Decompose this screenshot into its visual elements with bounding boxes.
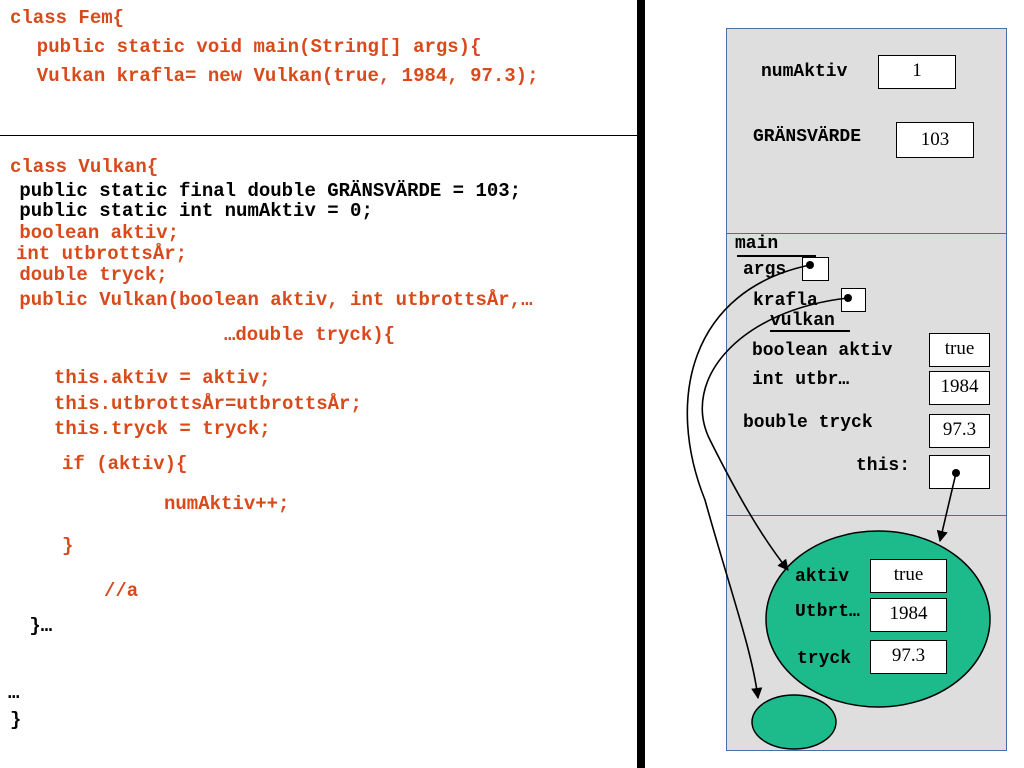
- main-frame-label: main: [735, 234, 779, 254]
- num-aktiv-value-box: 1: [878, 55, 956, 89]
- code-line-field-tryck: double tryck;: [8, 264, 168, 286]
- code-line-field-aktiv: boolean aktiv;: [8, 222, 180, 244]
- gransvarde-value-box: 103: [896, 122, 974, 158]
- code-line-assign-tryck: this.tryck = tryck;: [54, 418, 271, 440]
- code-line-main: public static void main(String[] args){: [14, 36, 482, 58]
- obj-utbrt-value-box: 1984: [870, 598, 947, 632]
- code-line-constructor: public Vulkan(boolean aktiv, int utbrott…: [8, 289, 533, 311]
- param-tryck-label: bouble tryck: [743, 413, 873, 433]
- code-line-increment: numAktiv++;: [164, 493, 290, 515]
- obj-tryck-label: tryck: [797, 649, 852, 669]
- krafla-arrow: [701, 297, 849, 571]
- this-arrow: [936, 472, 957, 543]
- param-utbr-value-box: 1984: [929, 371, 990, 405]
- param-utbr-label: int utbr…: [752, 370, 850, 390]
- code-line-constructor-cont: …double tryck){: [224, 324, 396, 346]
- args-ref-box: [802, 257, 829, 281]
- code-line-close-class: }: [10, 709, 22, 731]
- code-line-class-fem: class Fem{: [10, 7, 125, 29]
- obj-tryck-value-box: 97.3: [870, 640, 947, 674]
- obj-aktiv-label: aktiv: [795, 567, 850, 587]
- gransvarde-label: GRÄNSVÄRDE: [753, 127, 862, 147]
- code-line-assign-aktiv: this.aktiv = aktiv;: [54, 367, 271, 389]
- num-aktiv-label: numAktiv: [761, 62, 848, 82]
- args-arrow: [686, 264, 811, 700]
- this-label: this:: [856, 456, 911, 476]
- code-line-const: public static final double GRÄNSVÄRDE = …: [8, 180, 522, 202]
- obj-aktiv-value-box: true: [870, 559, 947, 593]
- param-aktiv-label: boolean aktiv: [752, 341, 893, 361]
- code-line-if: if (aktiv){: [62, 453, 188, 475]
- vulkan-frame-label: vulkan: [770, 311, 835, 331]
- code-line-ellipsis: …: [8, 682, 20, 704]
- code-line-field-ar: int utbrottsÅr;: [16, 243, 188, 265]
- code-line-static: public static int numAktiv = 0;: [8, 200, 373, 222]
- obj-utbrt-label: Utbrt…: [795, 602, 860, 622]
- krafla-label: krafla: [753, 291, 818, 311]
- code-line-comment: //a: [104, 580, 139, 602]
- args-array-object: [751, 694, 837, 750]
- code-line-close-if: }: [62, 535, 74, 557]
- vertical-separator: [637, 0, 645, 768]
- code-line-assign-ar: this.utbrottsÅr=utbrottsÅr;: [54, 393, 362, 415]
- param-aktiv-value-box: true: [929, 333, 990, 367]
- code-line-close-ctor: }…: [18, 615, 53, 637]
- code-divider: [0, 135, 637, 136]
- code-line-new-vulkan: Vulkan krafla= new Vulkan(true, 1984, 97…: [14, 65, 539, 87]
- code-line-class-vulkan: class Vulkan{: [10, 156, 159, 178]
- param-tryck-value-box: 97.3: [929, 414, 990, 448]
